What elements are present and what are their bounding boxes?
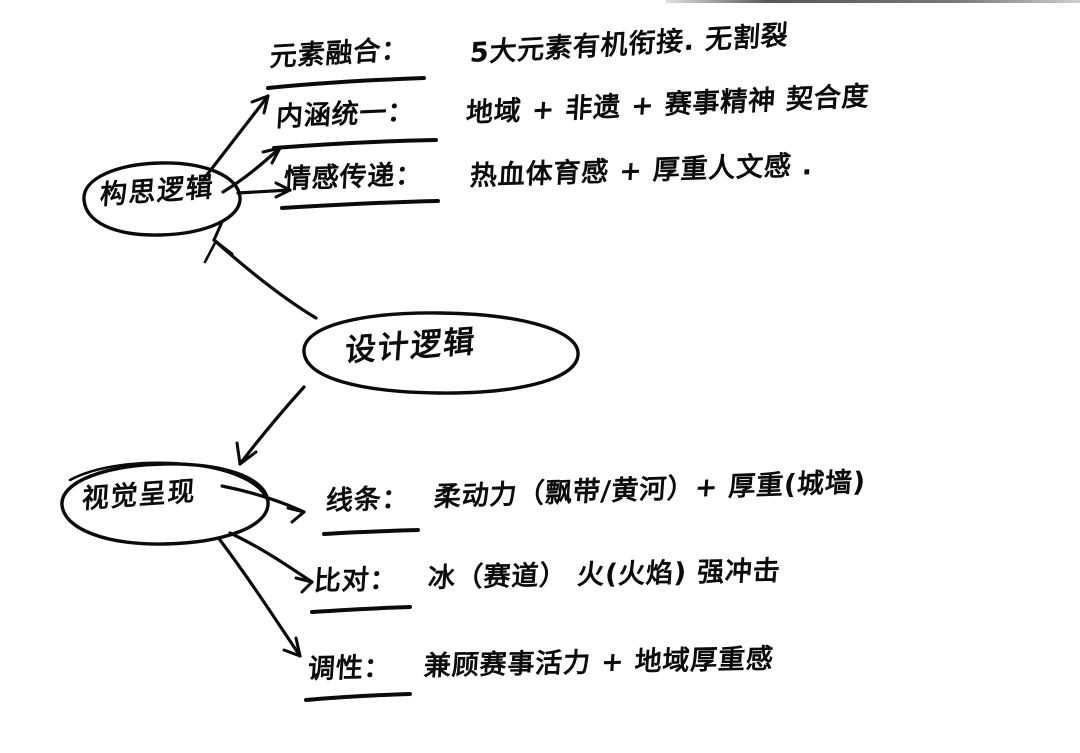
arrow-concept-to-branch1 — [201, 94, 270, 182]
branch-value-tonality: 兼顾赛事活力 + 地域厚重感 — [422, 643, 775, 683]
arrowhead-visual-to-branch3 — [282, 636, 302, 658]
branch-key-line: 线条： — [324, 483, 411, 518]
arrowhead-concept-to-branch1 — [250, 94, 270, 115]
branch-key-element-fusion: 元素融合： — [268, 34, 410, 74]
underline-branch-contrast — [310, 605, 412, 614]
underline-branch-element-fusion — [266, 76, 426, 90]
arrow-concept-to-branch2 — [221, 146, 282, 194]
arrowhead-design-to-concept — [212, 220, 234, 256]
arrow-design-to-visual — [238, 385, 306, 466]
underline-branch-line — [322, 528, 420, 536]
arrowhead-design-to-visual — [235, 441, 258, 466]
branch-key-emotional-transmission: 情感传递： — [283, 159, 424, 196]
arrow-visual-to-branch2 — [228, 531, 314, 584]
ellipse-design-logic — [302, 311, 580, 395]
arrowhead-visual-to-branch2 — [294, 576, 314, 594]
ellipse-visual-presentation-overstroke — [68, 461, 268, 500]
underline-branch-emotion — [280, 199, 440, 210]
arrowhead-concept-to-branch3 — [274, 181, 292, 199]
ellipse-concept-logic — [82, 161, 242, 237]
underline-branch-connotation — [272, 138, 438, 150]
branch-key-tonality: 调性： — [306, 652, 393, 686]
scan-top-edge-artifact — [666, 0, 1080, 3]
arrow-concept-to-branch3 — [236, 188, 292, 195]
underline-branch-tonality — [304, 692, 412, 702]
ellipse-visual-presentation — [60, 462, 270, 546]
arrow-visual-to-branch3 — [218, 538, 302, 658]
node-label-design-logic: 设计逻辑 — [343, 323, 478, 370]
arrowhead-design-to-concept-2 — [203, 239, 218, 264]
node-label-concept-logic: 构思逻辑 — [98, 171, 216, 212]
branch-key-contrast: 比对： — [312, 564, 399, 598]
branch-key-connotation-unity: 内涵统一： — [275, 96, 416, 134]
arrowhead-visual-to-branch1 — [286, 506, 306, 524]
branch-value-contrast: 冰（赛道） 火(火焰) 强冲击 — [426, 555, 782, 595]
node-label-visual-presentation: 视觉呈现 — [80, 475, 198, 516]
